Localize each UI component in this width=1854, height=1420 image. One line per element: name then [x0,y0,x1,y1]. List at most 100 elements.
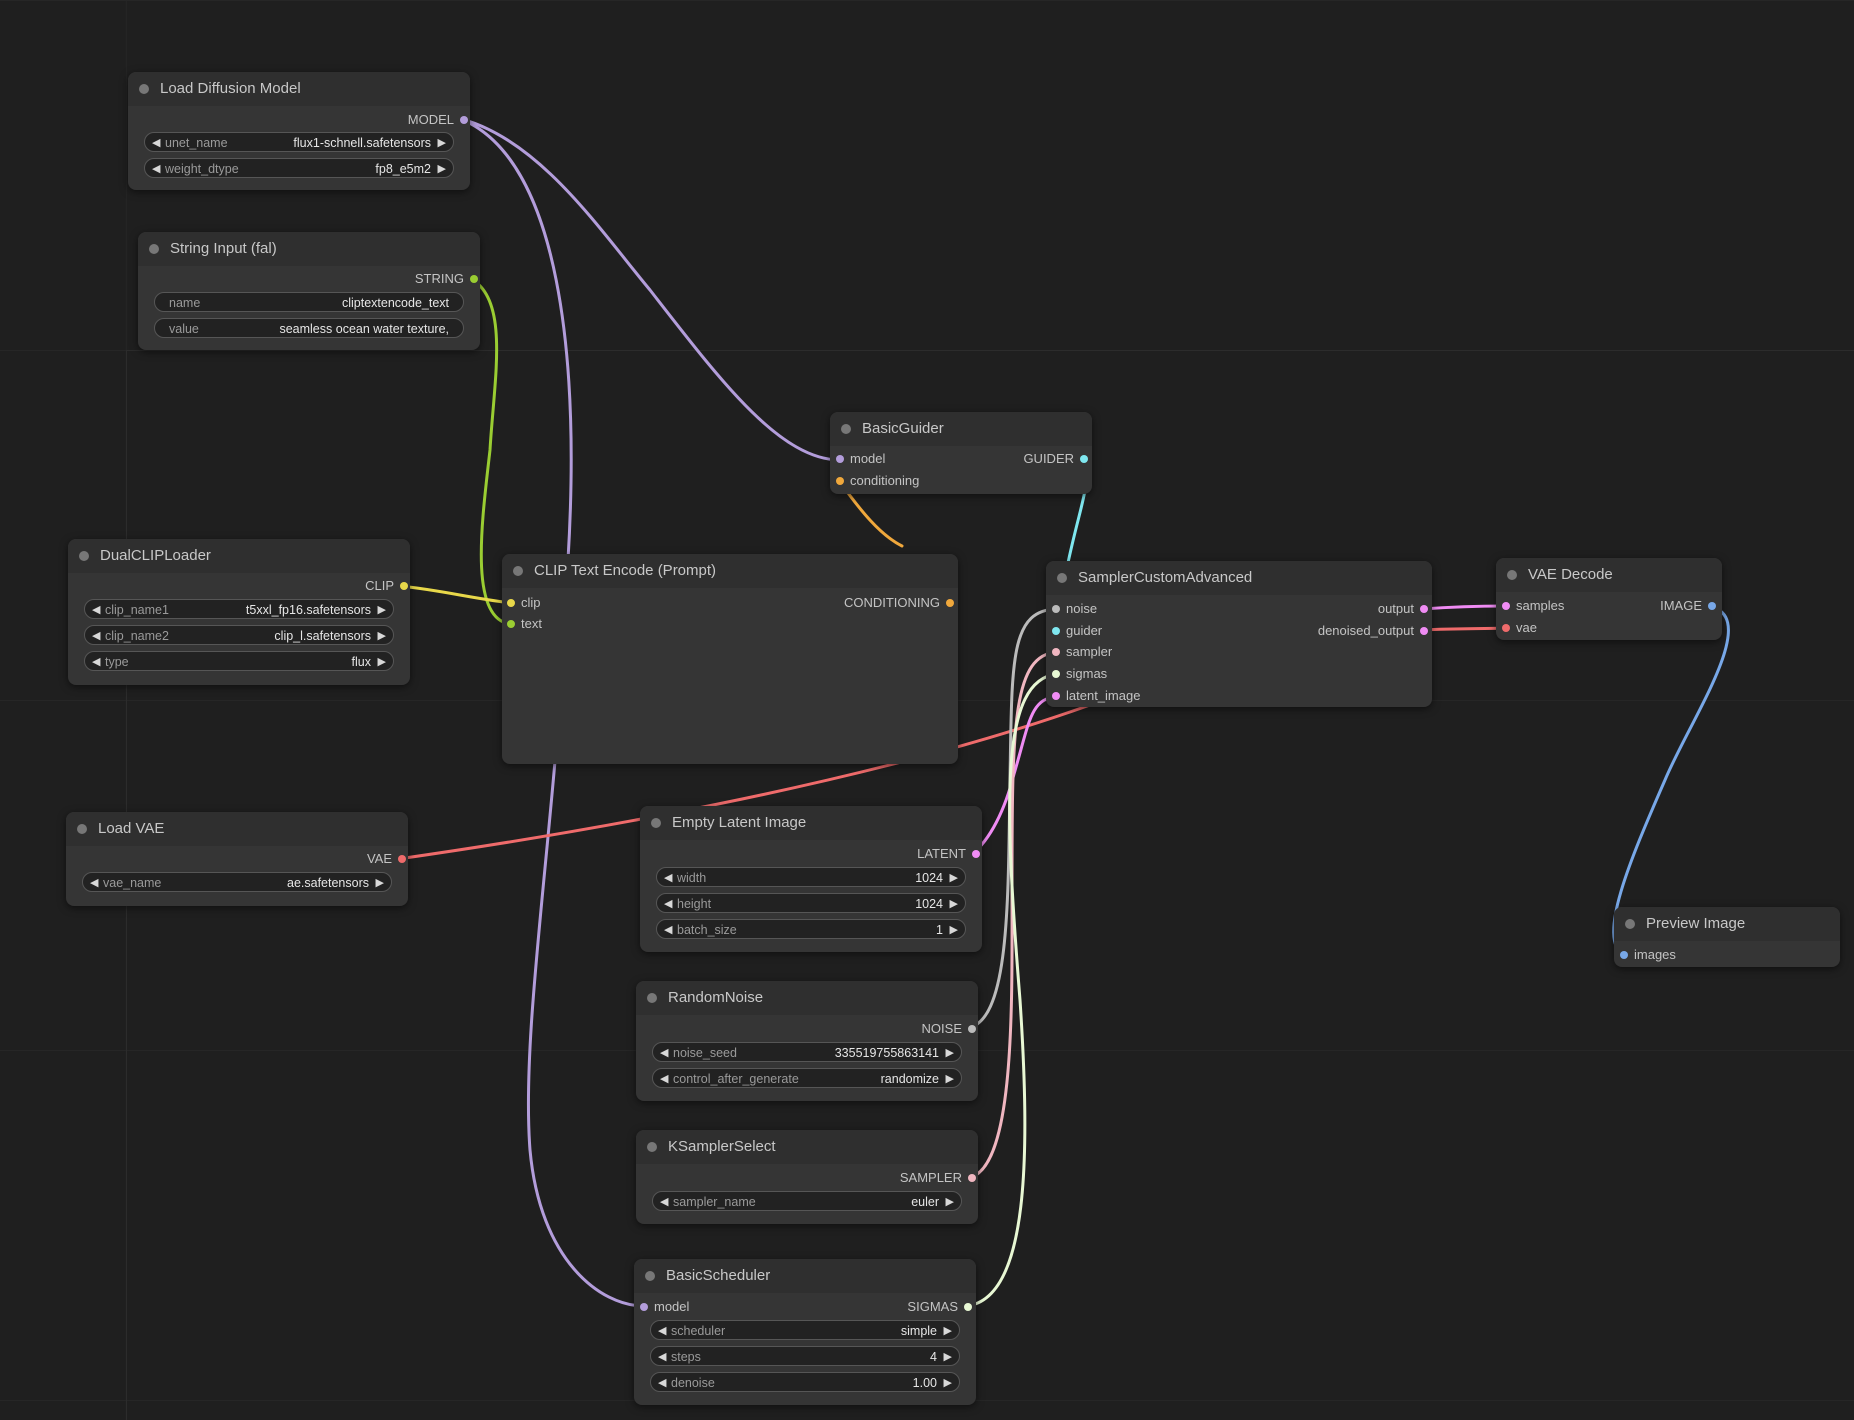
node-title-bar[interactable]: BasicGuider [830,412,1092,446]
input-slot-dot-icon[interactable] [1052,627,1060,635]
arrow-right-icon[interactable]: ▶ [943,1325,952,1337]
output-slot-dot-icon[interactable] [1708,602,1716,610]
input-slot-dot-icon[interactable] [1052,692,1060,700]
arrow-left-icon[interactable]: ◀ [658,1325,667,1337]
widget-steps[interactable]: ◀ steps 4 ▶ [650,1346,960,1366]
node-empty-latent-image[interactable]: Empty Latent Image LATENT ◀ width 1024 ▶… [640,806,982,952]
node-dual-clip-loader[interactable]: DualCLIPLoader CLIP ◀ clip_name1 t5xxl_f… [68,539,410,685]
input-sampler[interactable]: sampler [1052,642,1112,662]
input-noise[interactable]: noise [1052,599,1097,619]
node-title-bar[interactable]: Load VAE [66,812,408,846]
node-title-bar[interactable]: String Input (fal) [138,232,480,266]
arrow-left-icon[interactable]: ◀ [660,1196,669,1208]
collapse-dot-icon[interactable] [1507,570,1517,580]
widget-clip-name1[interactable]: ◀ clip_name1 t5xxl_fp16.safetensors ▶ [84,599,394,619]
node-title-bar[interactable]: RandomNoise [636,981,978,1015]
arrow-right-icon[interactable]: ▶ [375,877,384,889]
output-vae[interactable]: VAE [367,849,406,869]
input-sigmas[interactable]: sigmas [1052,664,1107,684]
node-title-bar[interactable]: VAE Decode [1496,558,1722,592]
input-vae[interactable]: vae [1502,618,1537,638]
output-slot-dot-icon[interactable] [460,116,468,124]
widget-noise-seed[interactable]: ◀ noise_seed 335519755863141 ▶ [652,1042,962,1062]
input-slot-dot-icon[interactable] [836,477,844,485]
widget-sampler-name[interactable]: ◀ sampler_name euler ▶ [652,1191,962,1211]
node-title-bar[interactable]: CLIP Text Encode (Prompt) [502,554,958,588]
collapse-dot-icon[interactable] [1057,573,1067,583]
node-title-bar[interactable]: Empty Latent Image [640,806,982,840]
widget-type[interactable]: ◀ type flux ▶ [84,651,394,671]
collapse-dot-icon[interactable] [1625,919,1635,929]
arrow-right-icon[interactable]: ▶ [377,630,386,642]
node-title-bar[interactable]: DualCLIPLoader [68,539,410,573]
arrow-left-icon[interactable]: ◀ [664,872,673,884]
arrow-left-icon[interactable]: ◀ [658,1351,667,1363]
arrow-left-icon[interactable]: ◀ [90,877,99,889]
output-clip[interactable]: CLIP [365,576,408,596]
output-noise[interactable]: NOISE [922,1019,976,1039]
input-images[interactable]: images [1620,945,1676,965]
widget-control-after-generate[interactable]: ◀ control_after_generate randomize ▶ [652,1068,962,1088]
output-slot-dot-icon[interactable] [968,1025,976,1033]
node-basic-scheduler[interactable]: BasicScheduler model SIGMAS ◀ scheduler … [634,1259,976,1405]
collapse-dot-icon[interactable] [647,993,657,1003]
arrow-right-icon[interactable]: ▶ [945,1047,954,1059]
output-slot-dot-icon[interactable] [470,275,478,283]
node-clip-text-encode[interactable]: CLIP Text Encode (Prompt) clip text COND… [502,554,958,764]
output-string[interactable]: STRING [415,269,478,289]
input-slot-dot-icon[interactable] [1052,605,1060,613]
input-slot-dot-icon[interactable] [1502,602,1510,610]
collapse-dot-icon[interactable] [647,1142,657,1152]
output-slot-dot-icon[interactable] [964,1303,972,1311]
input-slot-dot-icon[interactable] [1052,670,1060,678]
node-title-bar[interactable]: Load Diffusion Model [128,72,470,106]
input-slot-dot-icon[interactable] [507,599,515,607]
arrow-right-icon[interactable]: ▶ [945,1073,954,1085]
widget-weight-dtype[interactable]: ◀ weight_dtype fp8_e5m2 ▶ [144,158,454,178]
input-slot-dot-icon[interactable] [1052,648,1060,656]
output-slot-dot-icon[interactable] [1420,605,1428,613]
widget-height[interactable]: ◀ height 1024 ▶ [656,893,966,913]
node-random-noise[interactable]: RandomNoise NOISE ◀ noise_seed 335519755… [636,981,978,1101]
output-sampler[interactable]: SAMPLER [900,1168,976,1188]
node-load-diffusion-model[interactable]: Load Diffusion Model MODEL ◀ unet_name f… [128,72,470,190]
widget-clip-name2[interactable]: ◀ clip_name2 clip_l.safetensors ▶ [84,625,394,645]
widget-scheduler[interactable]: ◀ scheduler simple ▶ [650,1320,960,1340]
output-slot-dot-icon[interactable] [400,582,408,590]
output-slot-dot-icon[interactable] [1080,455,1088,463]
collapse-dot-icon[interactable] [645,1271,655,1281]
node-vae-decode[interactable]: VAE Decode samples vae IMAGE [1496,558,1722,640]
output-slot-dot-icon[interactable] [946,599,954,607]
widget-value-text[interactable]: value seamless ocean water texture, [154,318,464,338]
widget-denoise[interactable]: ◀ denoise 1.00 ▶ [650,1372,960,1392]
input-model[interactable]: model [640,1297,689,1317]
node-string-input[interactable]: String Input (fal) STRING name cliptexte… [138,232,480,350]
node-preview-image[interactable]: Preview Image images [1614,907,1840,967]
output-slot-dot-icon[interactable] [972,850,980,858]
arrow-left-icon[interactable]: ◀ [152,137,161,149]
output-conditioning[interactable]: CONDITIONING [844,593,954,613]
arrow-right-icon[interactable]: ▶ [943,1377,952,1389]
input-conditioning[interactable]: conditioning [836,471,919,491]
arrow-right-icon[interactable]: ▶ [377,656,386,668]
output-latent[interactable]: LATENT [917,844,980,864]
arrow-left-icon[interactable]: ◀ [92,604,101,616]
input-clip[interactable]: clip [507,593,541,613]
input-slot-dot-icon[interactable] [507,620,515,628]
collapse-dot-icon[interactable] [149,244,159,254]
input-samples[interactable]: samples [1502,596,1564,616]
node-load-vae[interactable]: Load VAE VAE ◀ vae_name ae.safetensors ▶ [66,812,408,906]
arrow-left-icon[interactable]: ◀ [152,163,161,175]
arrow-right-icon[interactable]: ▶ [377,604,386,616]
input-slot-dot-icon[interactable] [836,455,844,463]
input-slot-dot-icon[interactable] [1502,624,1510,632]
collapse-dot-icon[interactable] [79,551,89,561]
node-title-bar[interactable]: KSamplerSelect [636,1130,978,1164]
output-image[interactable]: IMAGE [1660,596,1716,616]
input-text[interactable]: text [507,614,542,634]
output-slot-dot-icon[interactable] [968,1174,976,1182]
node-title-bar[interactable]: Preview Image [1614,907,1840,941]
arrow-left-icon[interactable]: ◀ [664,924,673,936]
node-sampler-custom-advanced[interactable]: SamplerCustomAdvanced noise guider sampl… [1046,561,1432,707]
output-sigmas[interactable]: SIGMAS [907,1297,972,1317]
